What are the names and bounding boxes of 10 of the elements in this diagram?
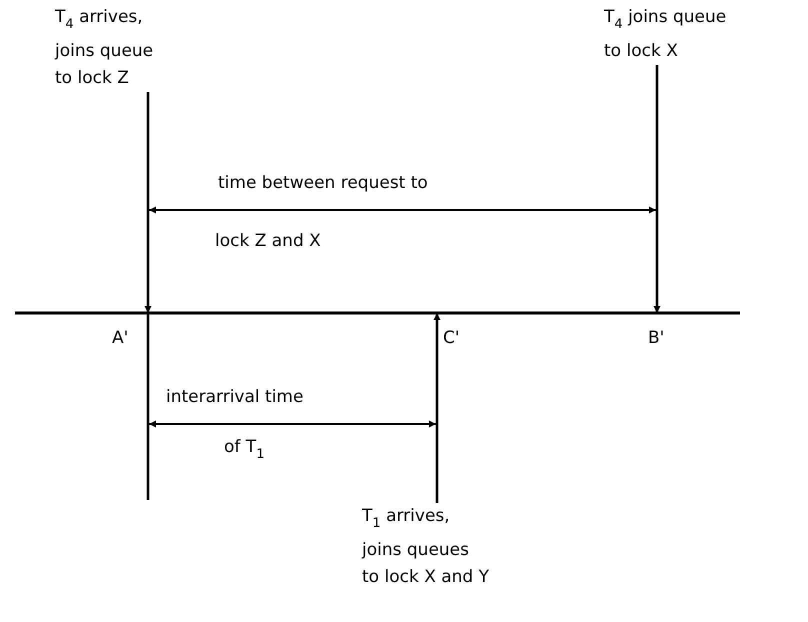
arrow	[654, 65, 660, 313]
dimension-label: time between request to	[218, 172, 428, 194]
event-note: T$_{4}$ joins queue to lock X	[604, 6, 728, 63]
arrow	[434, 313, 440, 503]
point-label: C'	[443, 327, 461, 349]
point-label: B'	[648, 327, 666, 349]
event-note: T$_{1}$ arrives, joins queues to lock X and Y	[362, 505, 490, 589]
arrow	[144, 92, 152, 313]
event-note: T$_{4}$ arrives, joins queue to lock Z	[55, 6, 154, 90]
point-label: A'	[112, 327, 130, 349]
